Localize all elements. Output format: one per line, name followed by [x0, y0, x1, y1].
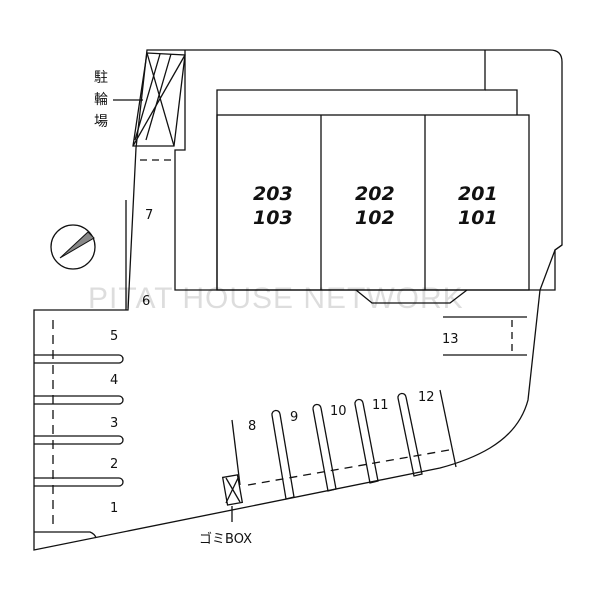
bicycle-parking-label-1: 駐 — [94, 70, 108, 86]
unit-lower-label: 101 — [458, 207, 498, 229]
north-arrow-icon — [50, 224, 96, 270]
garbage-box-label: ゴミBOX — [199, 531, 252, 547]
bicycle-parking-label-3: 場 — [94, 114, 108, 130]
space-number: 2 — [110, 457, 118, 472]
space-number: 11 — [372, 398, 389, 413]
unit-lower-label: 103 — [253, 207, 293, 229]
space-number: 3 — [110, 416, 118, 431]
space-13-outline — [443, 316, 527, 356]
space-number: 4 — [110, 373, 118, 388]
unit-upper-label: 202 — [355, 183, 395, 205]
space-number: 8 — [248, 419, 256, 434]
space-number: 6 — [142, 294, 150, 309]
unit-lower-label: 102 — [355, 207, 395, 229]
apartment-building — [174, 50, 563, 304]
unit-upper-label: 203 — [253, 183, 293, 205]
bicycle-parking-area — [132, 52, 186, 147]
watermark: PITAT HOUSE NETWORK — [88, 282, 464, 315]
bicycle-parking-label-2: 輪 — [94, 91, 108, 108]
space-number: 9 — [290, 410, 298, 425]
space-number: 1 — [110, 501, 118, 516]
space-number: 13 — [442, 332, 459, 347]
garbage-box — [221, 474, 244, 522]
space-number: 12 — [418, 390, 435, 405]
unit-upper-label: 201 — [458, 183, 498, 205]
space-number: 10 — [330, 404, 347, 419]
left-stall-dividers — [34, 354, 124, 539]
space-number: 7 — [145, 208, 153, 223]
space-number: 5 — [110, 329, 118, 344]
site-boundary — [33, 49, 563, 551]
angled-stalls — [231, 389, 457, 500]
